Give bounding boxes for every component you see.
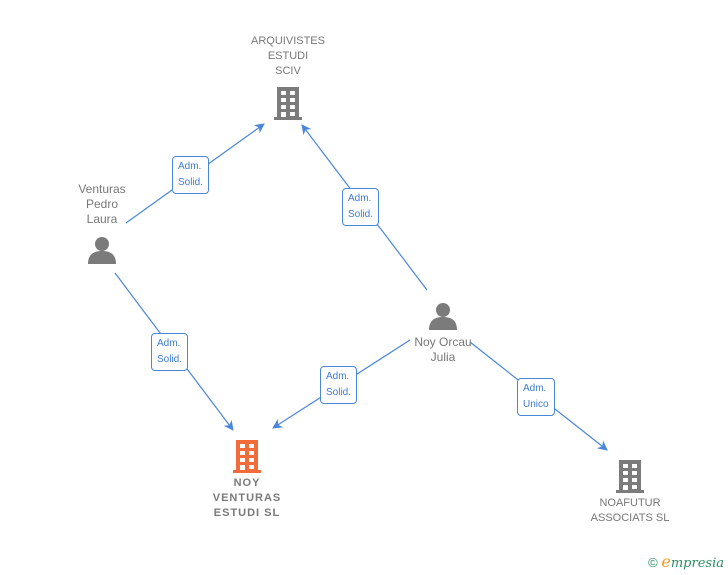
node-label: NOAFUTUR ASSOCIATS SL (590, 497, 670, 524)
empresia-watermark[interactable]: © empresia (648, 552, 724, 571)
node-noafutur[interactable]: NOAFUTUR ASSOCIATS SL (572, 458, 688, 526)
edge-label-noyorcau-noyventuras[interactable]: Adm. Solid. (320, 366, 358, 404)
node-label: Venturas Pedro Laura (78, 182, 126, 226)
building-icon (274, 87, 302, 120)
node-arquivistes[interactable]: ARQUIVISTES ESTUDI SCIV (238, 34, 338, 121)
person-icon (429, 303, 457, 330)
building-icon (233, 440, 261, 473)
node-venturas[interactable]: Venturas Pedro Laura (60, 182, 144, 265)
node-label: NOY VENTURAS ESTUDI SL (212, 477, 282, 519)
edge-label-venturas-noyventuras[interactable]: Adm. Solid. (151, 333, 189, 371)
edge-label-venturas-arquivistes[interactable]: Adm. Solid. (172, 156, 210, 194)
node-noy-orcau[interactable]: Noy Orcau Julia (400, 301, 486, 365)
building-icon (616, 460, 644, 493)
person-icon (88, 237, 116, 264)
edge-label-noyorcau-arquivistes[interactable]: Adm. Solid. (342, 188, 380, 226)
copyright-icon: © (648, 555, 658, 570)
edge-label-noyorcau-noafutur[interactable]: Adm. Unico (517, 378, 555, 416)
empresia-logo: empresia (661, 552, 724, 571)
node-noy-venturas[interactable]: NOY VENTURAS ESTUDI SL (195, 438, 299, 521)
node-label: Noy Orcau Julia (414, 335, 472, 364)
node-label: ARQUIVISTES ESTUDI SCIV (251, 35, 325, 77)
